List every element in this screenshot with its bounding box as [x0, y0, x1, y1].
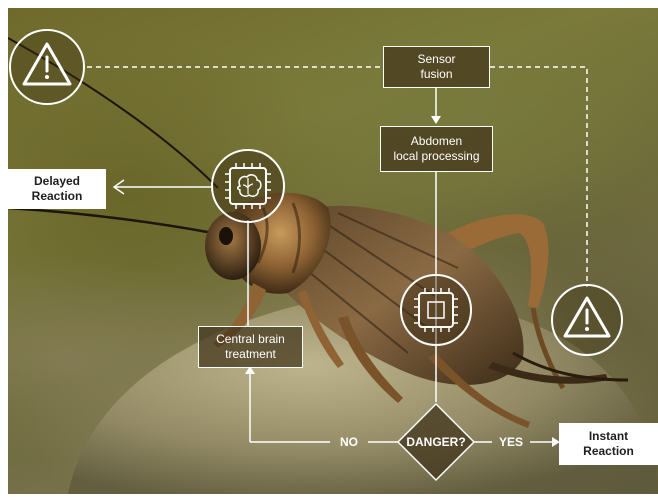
- warning-triangle-icon: [552, 285, 622, 355]
- brain-chip-icon: [212, 150, 284, 222]
- dashed-connector-right: [490, 67, 587, 287]
- sensor-fusion-box: Sensor fusion: [383, 46, 490, 88]
- arrowhead-down-icon: [431, 116, 441, 124]
- central-brain-box: Central brain treatment: [198, 326, 303, 368]
- instant-reaction-box: Instant Reaction: [559, 423, 658, 465]
- edge-label-yes: YES: [499, 435, 523, 449]
- danger-label: DANGER?: [406, 435, 465, 449]
- processor-chip-icon: [401, 275, 471, 345]
- warning-triangle-icon: [10, 30, 84, 104]
- abdomen-processing-box: Abdomen local processing: [380, 126, 493, 172]
- delayed-reaction-box: Delayed Reaction: [8, 169, 106, 209]
- edge-label-no: NO: [340, 435, 358, 449]
